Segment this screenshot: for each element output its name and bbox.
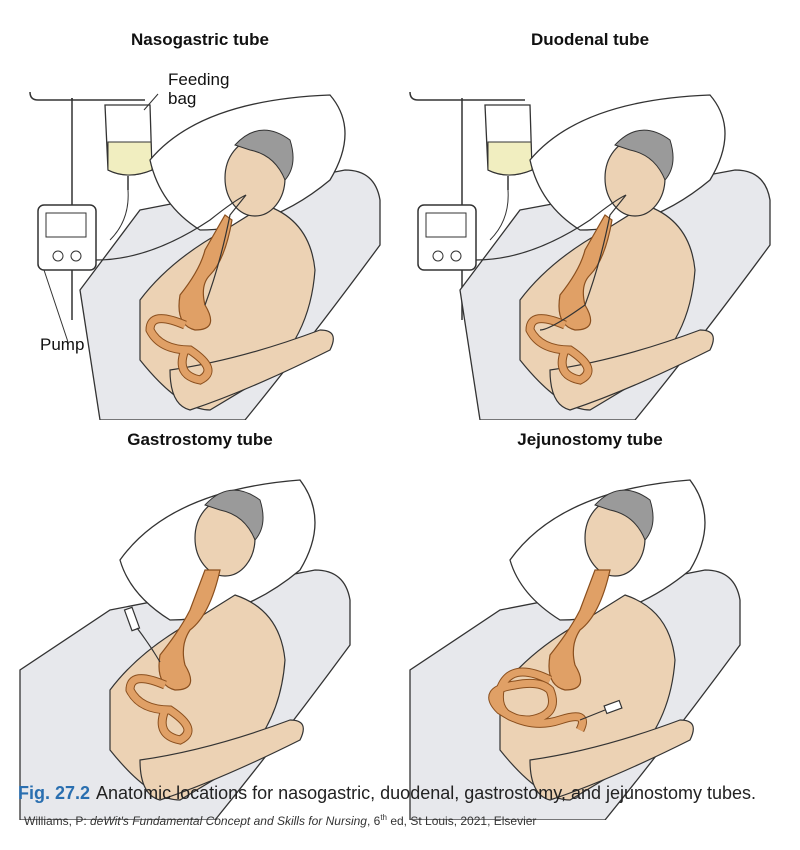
jejunostomy-port xyxy=(579,699,623,721)
stomach xyxy=(525,214,613,385)
label-pump: Pump xyxy=(40,335,85,354)
citation-book: deWit's Fundamental Concept and Skills f… xyxy=(90,814,367,828)
feeding-bag xyxy=(484,104,533,190)
gastrostomy-illustration xyxy=(19,479,351,820)
pump xyxy=(417,204,477,271)
jejunostomy-illustration xyxy=(409,479,741,820)
citation-prefix: Williams, P: xyxy=(24,814,90,828)
feeding-bag xyxy=(104,104,153,190)
panel-duodenal: Duodenal tube xyxy=(400,30,780,420)
panel-nasogastric: Nasogastric tube xyxy=(10,30,390,420)
panel-title: Duodenal tube xyxy=(530,30,650,49)
panel-title: Jejunostomy tube xyxy=(517,430,663,449)
citation-edition-sup: th xyxy=(380,813,387,822)
label-feeding-bag: Feeding bag xyxy=(168,70,229,108)
figure-number: Fig. 27.2 xyxy=(18,783,91,803)
citation-suffix: ed, St Louis, 2021, Elsevier xyxy=(387,814,537,828)
stomach xyxy=(548,569,611,691)
gastrostomy-port xyxy=(123,606,161,663)
caption-text: Anatomic locations for nasogastric, duod… xyxy=(96,783,757,803)
label-feeding: Feeding xyxy=(168,70,230,89)
panel-jejunostomy: Jejunostomy tube xyxy=(400,430,780,820)
jejunum-loops xyxy=(488,667,587,733)
panel-gastrostomy: Gastrostomy tube xyxy=(10,430,390,820)
nasogastric-illustration xyxy=(29,91,381,420)
citation: Williams, P: deWit's Fundamental Concept… xyxy=(24,813,536,828)
duodenal-illustration xyxy=(409,91,771,420)
stomach xyxy=(145,214,233,385)
panel-title: Gastrostomy tube xyxy=(127,430,273,449)
pump xyxy=(37,204,97,271)
citation-edition: , 6 xyxy=(366,814,381,828)
panel-title: Nasogastric tube xyxy=(131,30,269,49)
label-bag: bag xyxy=(168,89,197,108)
stomach xyxy=(125,569,221,745)
